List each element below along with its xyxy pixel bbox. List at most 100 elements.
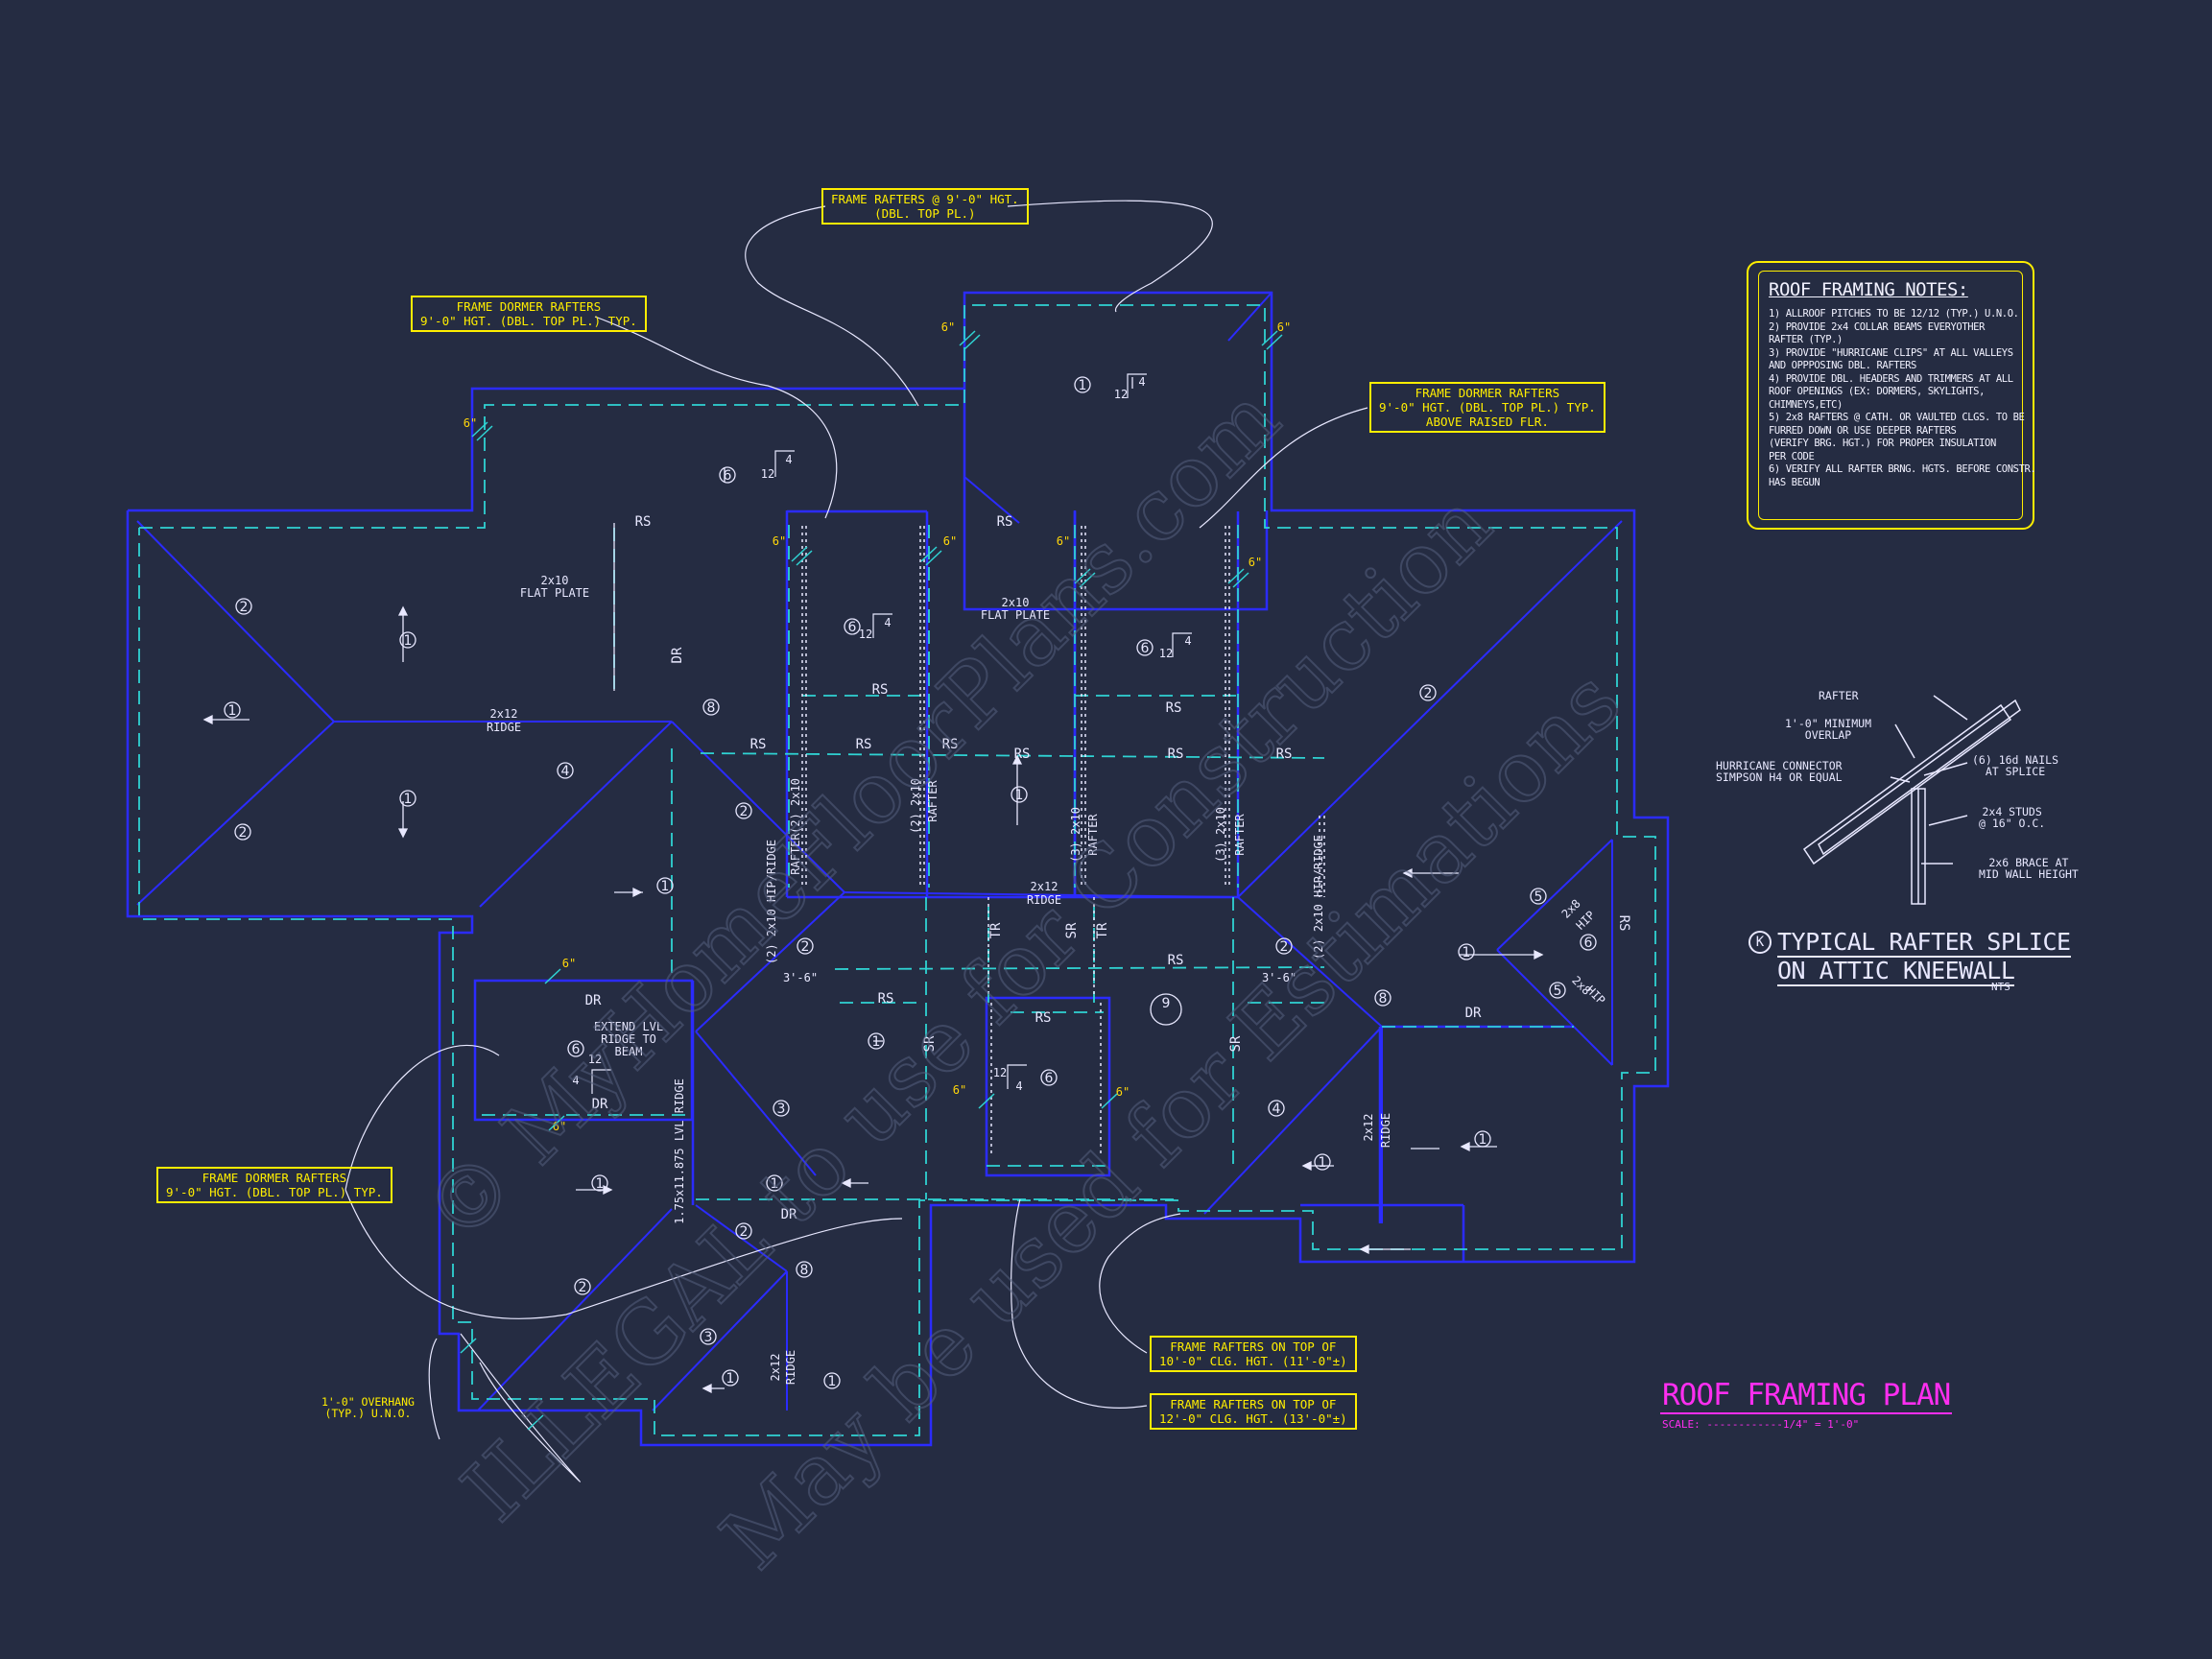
svg-text:(2) 2x10: (2) 2x10 (909, 778, 922, 834)
svg-text:6": 6" (1277, 320, 1291, 334)
svg-text:RS: RS (1166, 700, 1182, 716)
svg-text:8: 8 (1379, 991, 1388, 1007)
svg-text:2: 2 (239, 825, 248, 841)
brace-line: MID WALL HEIGHT (1979, 867, 2079, 881)
pitch-marker-labels: 4 12 4 12 4 12 4 12 4 12 12 4 (572, 375, 1191, 1093)
svg-text:8: 8 (707, 700, 716, 716)
svg-text:2x12: 2x12 (1362, 1114, 1375, 1142)
note-line: HAS BEGUN (1769, 476, 1820, 488)
detail-studs-label: 2x4 STUDS @ 16" O.C. (1979, 806, 2045, 829)
svg-text:DR: DR (592, 1097, 608, 1112)
note-line: 3) PROVIDE "HURRICANE CLIPS" AT ALL VALL… (1769, 346, 2013, 359)
svg-text:RS: RS (942, 737, 959, 752)
svg-text:1: 1 (1319, 1155, 1327, 1171)
svg-text:12: 12 (588, 1053, 602, 1066)
svg-text:6": 6" (941, 320, 955, 334)
svg-text:RS: RS (1168, 747, 1184, 762)
note-line: PER CODE (1769, 450, 1815, 462)
brace-line: 2x6 BRACE AT (1988, 856, 2069, 869)
svg-text:RIDGE: RIDGE (1027, 893, 1061, 907)
svg-text:RIDGE: RIDGE (1379, 1113, 1392, 1148)
pitch-markers (591, 373, 1192, 1094)
svg-text:1: 1 (1463, 945, 1471, 960)
svg-text:2x10: 2x10 (541, 574, 569, 587)
note-line: RAFTER (TYP.) (1769, 334, 1843, 345)
svg-text:4: 4 (561, 764, 570, 779)
overhang-line: (TYP.) U.N.O. (324, 1407, 412, 1420)
callout-line: 10'-0" CLG. HGT. (11'-0"±) (1159, 1354, 1347, 1368)
nails-line: (6) 16d NAILS (1972, 753, 2059, 767)
svg-text:(2) 2x10 HIP/RIDGE: (2) 2x10 HIP/RIDGE (765, 840, 778, 964)
callout-line: FRAME RAFTERS @ 9'-0" HGT. (831, 192, 1019, 206)
svg-text:(3) 2x10: (3) 2x10 (1214, 807, 1227, 863)
overhang-line: 1'-0" OVERHANG (321, 1395, 415, 1409)
svg-text:2: 2 (579, 1280, 587, 1295)
svg-text:RIDGE: RIDGE (784, 1350, 797, 1385)
callout-line: 9'-0" HGT. (DBL. TOP PL.) TYP. (1379, 400, 1596, 415)
svg-text:5: 5 (1554, 984, 1562, 999)
svg-text:RAFTER: RAFTER (789, 833, 802, 875)
callout-frame-rafters-top: FRAME RAFTERS @ 9'-0" HGT. (DBL. TOP PL.… (821, 188, 1029, 225)
notes-title: ROOF FRAMING NOTES: (1769, 279, 1968, 300)
svg-text:2x12: 2x12 (769, 1354, 782, 1382)
svg-text:SR: SR (1228, 1035, 1244, 1052)
svg-text:12: 12 (1159, 647, 1173, 660)
svg-text:6: 6 (724, 468, 732, 484)
svg-text:2: 2 (240, 600, 249, 615)
svg-text:1: 1 (228, 703, 237, 719)
note-line: 5) 2x8 RAFTERS @ CATH. OR VAULTED CLGS. … (1769, 412, 2025, 423)
svg-text:RS: RS (1035, 1010, 1052, 1026)
callout-line: ABOVE RAISED FLR. (1425, 415, 1549, 429)
svg-text:(2) 2x10 HIP/RIDGE: (2) 2x10 HIP/RIDGE (1312, 835, 1325, 960)
svg-text:3: 3 (704, 1330, 713, 1345)
svg-text:6": 6" (953, 1083, 966, 1097)
detail-nts: NTS (1991, 981, 2010, 993)
svg-text:BEAM: BEAM (615, 1045, 643, 1058)
svg-text:6: 6 (848, 620, 857, 635)
overhang-note: 1'-0" OVERHANG (TYP.) U.N.O. (321, 1396, 415, 1419)
roof-outline (126, 291, 1670, 1447)
svg-text:1: 1 (1479, 1132, 1487, 1148)
direction-arrows (202, 377, 1544, 1394)
callout-frame-dormer-lower: FRAME DORMER RAFTERS 9'-0" HGT. (DBL. TO… (156, 1167, 392, 1203)
callout-line: (DBL. TOP PL.) (874, 206, 976, 221)
svg-text:1.75x11.875 LVL RIDGE: 1.75x11.875 LVL RIDGE (673, 1078, 686, 1224)
svg-text:6: 6 (1045, 1071, 1054, 1086)
svg-text:6": 6" (1116, 1085, 1130, 1099)
svg-text:RS: RS (635, 514, 652, 530)
overlap-line: OVERLAP (1804, 728, 1852, 742)
svg-text:6": 6" (553, 1120, 566, 1133)
svg-text:1: 1 (1015, 788, 1024, 803)
svg-text:TR: TR (988, 922, 1004, 938)
detail-overlap-label: 1'-0" MINIMUM OVERLAP (1785, 718, 1871, 741)
svg-text:8: 8 (800, 1263, 809, 1278)
svg-text:6": 6" (773, 534, 786, 548)
callout-rafters-12ft: FRAME RAFTERS ON TOP OF 12'-0" CLG. HGT.… (1150, 1393, 1357, 1430)
callout-line: 9'-0" HGT. (DBL. TOP PL.) TYP. (420, 314, 637, 328)
svg-text:6": 6" (562, 957, 576, 970)
svg-text:RS: RS (878, 991, 894, 1007)
note-line: AND OPPPOSING DBL. RAFTERS (1769, 360, 1916, 371)
detail-title: TYPICAL RAFTER SPLICE ON ATTIC KNEEWALL (1748, 929, 2071, 986)
svg-text:RIDGE: RIDGE (487, 721, 521, 734)
svg-text:RAFTER: RAFTER (1233, 814, 1247, 856)
callout-line: FRAME RAFTERS ON TOP OF (1170, 1339, 1337, 1354)
svg-text:4: 4 (884, 616, 891, 629)
dashed-plate-lines (138, 304, 1656, 1436)
svg-text:SR: SR (1064, 922, 1080, 938)
svg-text:12: 12 (993, 1066, 1007, 1079)
svg-text:(3) 2x10: (3) 2x10 (1069, 807, 1082, 863)
note-line: 1) ALLROOF PITCHES TO BE 12/12 (TYP.) U.… (1769, 308, 2019, 320)
callout-line: 12'-0" CLG. HGT. (13'-0"±) (1159, 1411, 1347, 1426)
plan-labels: RS RS RS RS RS RS RS RS RS RS RS RS RS R… (464, 320, 1631, 1385)
svg-text:6": 6" (943, 534, 957, 548)
callout-line: FRAME RAFTERS ON TOP OF (1170, 1397, 1337, 1411)
svg-text:RIDGE TO: RIDGE TO (601, 1032, 656, 1046)
svg-text:2: 2 (801, 939, 810, 955)
plan-title: ROOF FRAMING PLAN (1660, 1378, 1953, 1414)
svg-text:FLAT PLATE: FLAT PLATE (981, 608, 1050, 622)
svg-text:9: 9 (1162, 996, 1171, 1011)
note-line: CHIMNEYS,ETC) (1769, 398, 1843, 411)
svg-text:1: 1 (872, 1034, 881, 1050)
